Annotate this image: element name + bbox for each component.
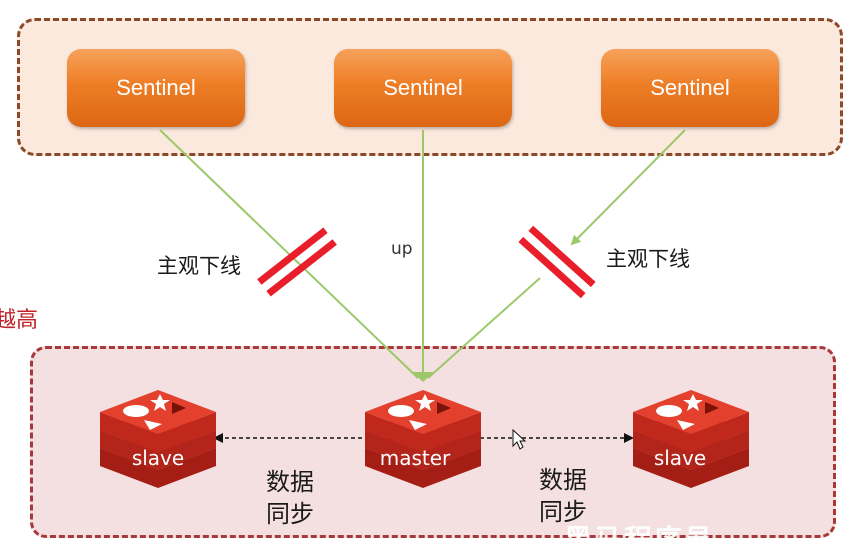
sync-label-right-line1: 数据 (539, 466, 587, 494)
sentinel-node-3: Sentinel (601, 49, 779, 127)
master-label: master (379, 446, 451, 470)
slave-left-label: slave (131, 446, 185, 470)
sync-label-right: 数据 同步 (533, 464, 593, 528)
mouse-cursor-icon (512, 428, 527, 450)
sentinel-label: Sentinel (116, 75, 196, 100)
left-link-label: 主观下线 (157, 254, 241, 278)
sync-label-left-line2: 同步 (266, 500, 314, 528)
sentinel3-link (570, 129, 686, 246)
middle-link-label: up (391, 239, 413, 259)
left-cut-mark (257, 227, 337, 297)
right-link-label: 主观下线 (606, 247, 690, 271)
redis-master-icon (365, 390, 481, 488)
right-cut-mark (518, 225, 596, 299)
watermark: 黑马程序员 (564, 523, 715, 556)
sync-label-left-line1: 数据 (266, 468, 314, 496)
side-text: 越高 (0, 308, 39, 333)
redis-slave-right-icon (633, 390, 749, 488)
master-arrowhead (412, 372, 434, 382)
sentinel-node-1: Sentinel (67, 49, 245, 127)
sentinel-label: Sentinel (650, 75, 730, 100)
slave-right-label: slave (653, 446, 707, 470)
redis-slave-left-icon (100, 390, 216, 488)
sentinel1-link (159, 129, 419, 379)
master-to-sentinel3-link (427, 277, 541, 379)
sentinel-label: Sentinel (383, 75, 463, 100)
sync-label-right-line2: 同步 (539, 498, 587, 526)
sentinel-node-2: Sentinel (334, 49, 512, 127)
sync-label-left: 数据 同步 (260, 466, 320, 530)
